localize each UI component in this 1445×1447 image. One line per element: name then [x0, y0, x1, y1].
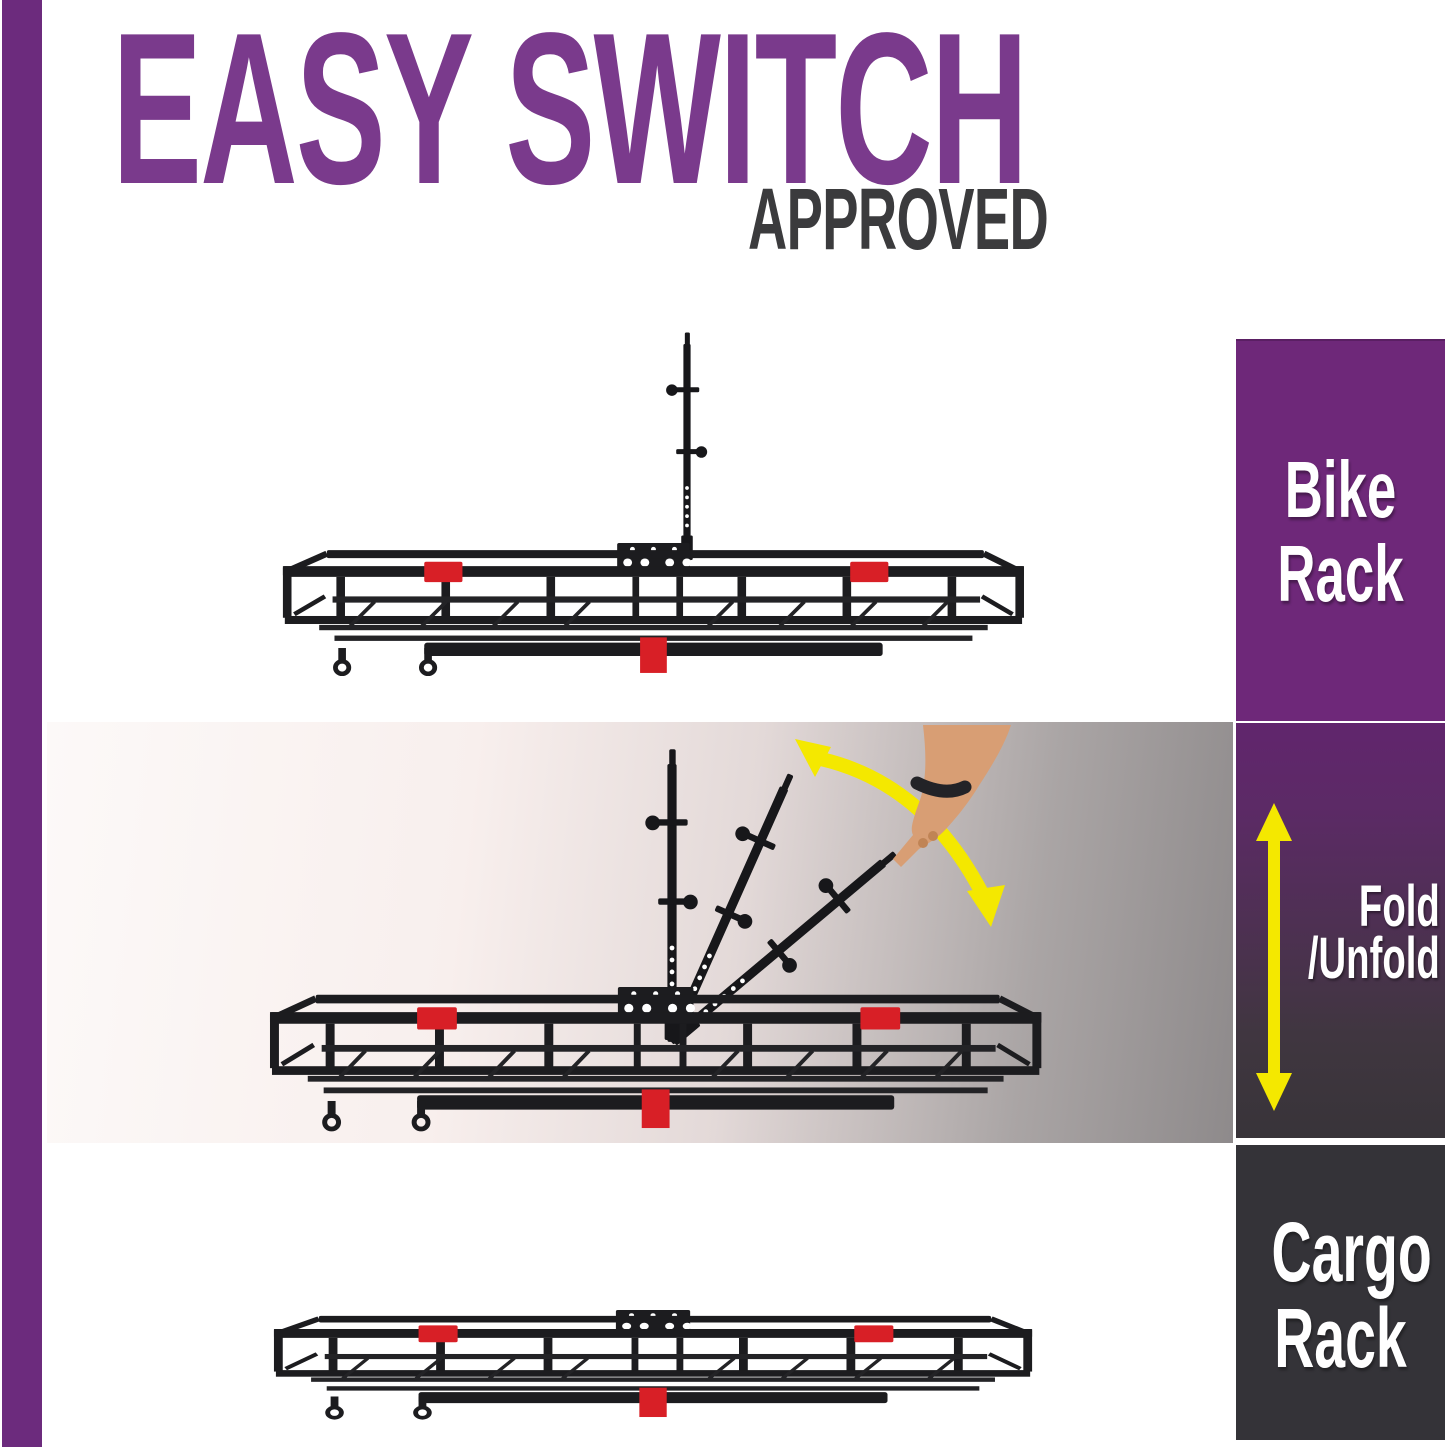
- cargo-basket-icon: [270, 987, 1041, 1129]
- fold-arc-arrow-icon: [795, 739, 1005, 927]
- fold-unfold-label: Fold /Unfold: [1240, 874, 1440, 991]
- side-label-fold-unfold: Fold /Unfold: [1236, 723, 1445, 1138]
- headline-text: EASY SWITCH: [112, 0, 1028, 229]
- fold-unfold-demo-illustration: [265, 725, 1055, 1143]
- cargo-label-line2: Rack: [1274, 1291, 1407, 1385]
- fold-unfold-double-arrow-icon: [1256, 803, 1292, 1111]
- bike-rack-config-illustration: [270, 332, 1040, 680]
- cargo-rack-label: Cargo Rack: [1236, 1209, 1445, 1381]
- approved-text: APPROVED: [748, 171, 1049, 268]
- cargo-basket-icon: [274, 1310, 1032, 1418]
- headline: EASY SWITCH: [112, 0, 1445, 216]
- pointing-hand-icon: [893, 725, 1011, 867]
- fold-label-line2: /Unfold: [1308, 926, 1440, 991]
- fold-label-line1: Fold: [1359, 874, 1440, 939]
- cargo-rack-config-illustration: [272, 1310, 1034, 1420]
- bike-rack-label: Bike Rack: [1236, 448, 1445, 616]
- bike-label-line2: Rack: [1277, 529, 1404, 618]
- cargo-basket-icon: [283, 543, 1024, 674]
- cargo-label-line1: Cargo: [1271, 1205, 1432, 1299]
- left-accent-bar: [2, 0, 42, 1447]
- side-label-bike-rack: Bike Rack: [1236, 339, 1445, 721]
- watch-icon: [910, 776, 972, 798]
- approved-label: APPROVED: [748, 176, 1228, 263]
- bike-mast-icon: [666, 332, 708, 562]
- side-label-cargo-rack: Cargo Rack: [1236, 1145, 1445, 1440]
- bike-label-line1: Bike: [1284, 445, 1397, 534]
